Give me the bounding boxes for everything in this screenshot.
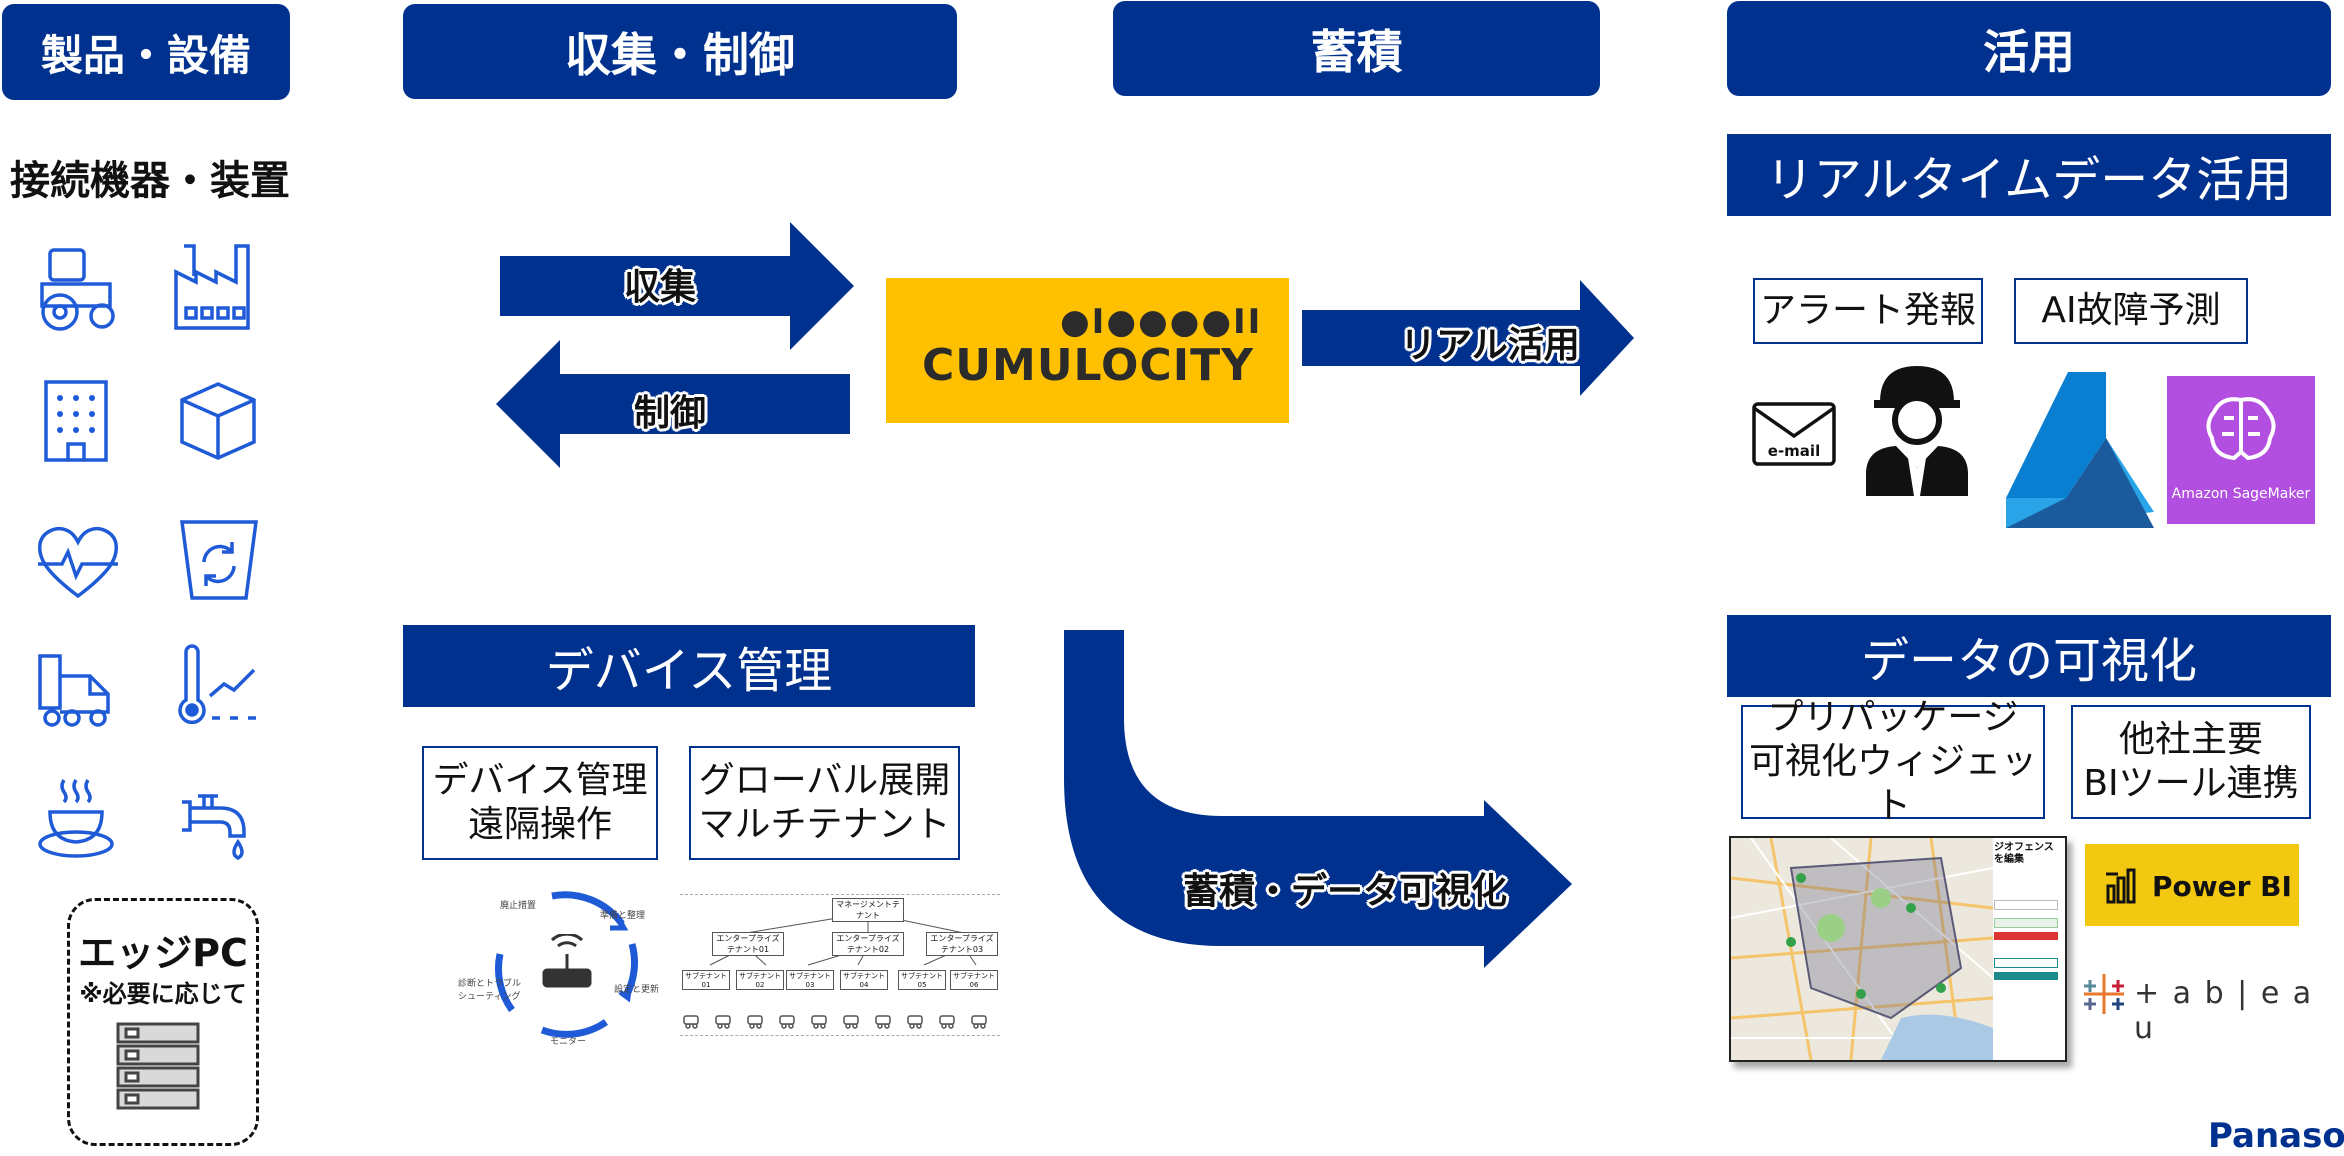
azure-ml-logo-icon xyxy=(2006,372,2154,528)
recycle-bin-icon xyxy=(178,518,260,602)
cumulocity-logo-text: CUMULOCITY xyxy=(922,340,1254,391)
hot-drink-icon xyxy=(36,776,120,860)
store-visualize-arrow xyxy=(1064,628,1572,968)
tenant-enterprise-01: エンタープライズテナント01 xyxy=(712,932,784,956)
map-panel-title: ジオフェンスを編集 xyxy=(1994,842,2054,865)
panasonic-brand: Panaso xyxy=(2208,1116,2344,1156)
tenant-sub-01: サブテナント01 xyxy=(682,970,730,990)
prepackaged-widget-box: プリパッケージ 可視化ウィジェット xyxy=(1741,697,2045,826)
cycle-label-monitor: モニター xyxy=(550,1037,587,1047)
device-mgmt-title: デバイス管理 xyxy=(403,625,975,707)
tenant-sub-05: サブテナント05 xyxy=(898,970,946,990)
tenant-sub-04: サブテナント04 xyxy=(840,970,888,990)
device-icons-row xyxy=(680,1008,1000,1032)
cycle-label-prepare: 準備と整理 xyxy=(600,911,646,921)
tableau-wordmark: + a b | e a u xyxy=(2134,976,2314,1046)
tenant-sub-06: サブテナント06 xyxy=(950,970,998,990)
powerbi-label: Power BI xyxy=(2152,870,2292,903)
header-utilize: 活用 xyxy=(1727,1,2331,96)
edge-pc-box xyxy=(67,898,259,1146)
email-label: e-mail xyxy=(1767,442,1821,460)
water-faucet-icon xyxy=(178,776,260,862)
tenant-sub-03: サブテナント03 xyxy=(786,970,834,990)
tenant-root: マネージメントテナント xyxy=(832,898,904,922)
worker-icon xyxy=(1862,362,1972,496)
collect-arrow xyxy=(500,222,854,350)
tenant-enterprise-02: エンタープライズテナント02 xyxy=(832,932,904,956)
truck-icon xyxy=(36,652,120,728)
brain-icon xyxy=(2204,394,2278,464)
device-mgmt-global-box: グローバル展開 マルチテナント xyxy=(689,746,960,860)
header-collect-control: 収集・制御 xyxy=(403,4,957,99)
tenant-sub-02: サブテナント02 xyxy=(736,970,784,990)
map-screenshot xyxy=(1729,836,2067,1062)
factory-icon xyxy=(172,242,260,332)
control-arrow xyxy=(496,340,850,468)
tractor-icon xyxy=(36,244,120,334)
connected-devices-label: 接続機器・装置 xyxy=(10,158,290,204)
collect-arrow-label: 収集 xyxy=(623,267,696,308)
cycle-label-retire: 廃止措置 xyxy=(500,901,537,911)
thermometer-chart-icon xyxy=(176,644,260,728)
control-arrow-label: 制御 xyxy=(633,393,706,434)
cumulocity-logo-box xyxy=(886,278,1289,423)
visualize-title: データの可視化 xyxy=(1727,615,2331,697)
store-visualize-arrow-label: 蓄積・データ可視化 xyxy=(1182,871,1507,912)
ai-prediction-box: AI故障予測 xyxy=(2014,278,2248,344)
package-box-icon xyxy=(176,378,260,462)
edge-pc-title: エッジPC xyxy=(78,931,248,975)
realtime-title: リアルタイムデータ活用 xyxy=(1727,134,2331,216)
header-store: 蓄積 xyxy=(1113,1,1600,96)
powerbi-icon xyxy=(2104,866,2144,904)
email-icon xyxy=(1752,402,1836,466)
bi-tool-box: 他社主要 BIツール連携 xyxy=(2071,705,2311,819)
cycle-label-diagnose: 診断とトラブルシューティング xyxy=(458,979,522,1002)
router-icon xyxy=(540,932,594,992)
cycle-label-configure: 設定と更新 xyxy=(614,985,660,995)
alert-box: アラート発報 xyxy=(1753,278,1983,344)
device-mgmt-remote-box: デバイス管理 遠隔操作 xyxy=(422,746,658,860)
lifecycle-cycle-diagram xyxy=(482,884,652,1044)
realtime-use-arrow xyxy=(1302,280,1634,396)
header-products: 製品・設備 xyxy=(2,4,290,100)
realtime-use-arrow-label: リアル活用 xyxy=(1400,325,1580,366)
heart-rate-icon xyxy=(36,524,120,600)
edge-pc-note: ※必要に応じて xyxy=(79,980,247,1008)
building-icon xyxy=(36,378,120,462)
server-rack-icon xyxy=(114,1020,202,1110)
sagemaker-label: Amazon SageMaker xyxy=(2171,486,2311,502)
tenant-enterprise-03: エンタープライズテナント03 xyxy=(926,932,998,956)
map-panel-controls xyxy=(1994,900,2058,1010)
cumulocity-logo-dots: ●I●●●●II xyxy=(1060,302,1263,342)
tableau-icon xyxy=(2080,970,2128,1018)
powerbi-logo-box xyxy=(2085,844,2299,926)
